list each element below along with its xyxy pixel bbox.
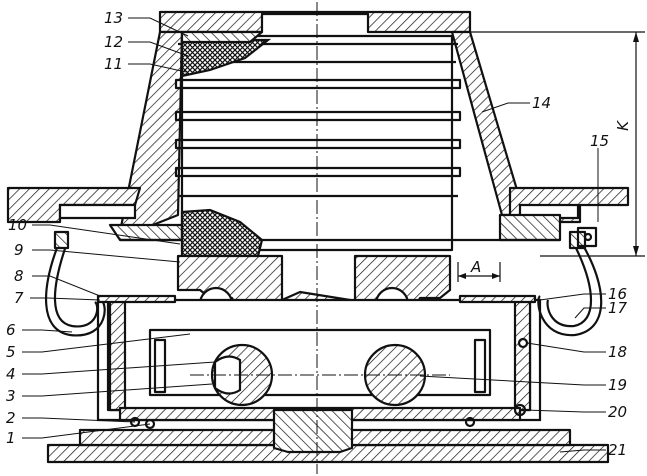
lower-assembly [45, 226, 610, 464]
top-housing [6, 10, 630, 242]
callout-4: 4 [6, 365, 16, 383]
callout-10: 10 [8, 216, 27, 234]
callout-16: 16 [608, 285, 627, 303]
callout-21: 21 [608, 441, 627, 459]
callout-17: 17 [608, 299, 628, 317]
callout-2: 2 [6, 409, 16, 427]
callout-20: 20 [608, 403, 627, 421]
callout-1: 1 [6, 429, 16, 447]
callout-9: 9 [14, 241, 24, 259]
callout-11: 11 [104, 55, 123, 73]
dimension-k-label: K [614, 120, 632, 131]
callout-8: 8 [14, 267, 24, 285]
leaders [22, 17, 606, 453]
callout-6: 6 [6, 321, 16, 339]
section-a-marker: A [457, 258, 501, 282]
layered-stack [174, 30, 462, 258]
section-a-label: A [470, 258, 481, 276]
callout-12: 12 [104, 33, 123, 51]
callout-15: 15 [590, 132, 609, 150]
callout-7: 7 [14, 289, 24, 307]
callout-5: 5 [6, 343, 16, 361]
callout-14: 14 [532, 94, 551, 112]
dimension-k: K [458, 31, 645, 257]
callout-18: 18 [608, 343, 627, 361]
callout-13: 13 [104, 9, 123, 27]
callout-19: 19 [608, 376, 627, 394]
callout-3: 3 [6, 387, 16, 405]
callout-labels: 13 12 11 10 9 8 7 6 5 4 3 2 1 14 15 16 1… [6, 9, 628, 459]
